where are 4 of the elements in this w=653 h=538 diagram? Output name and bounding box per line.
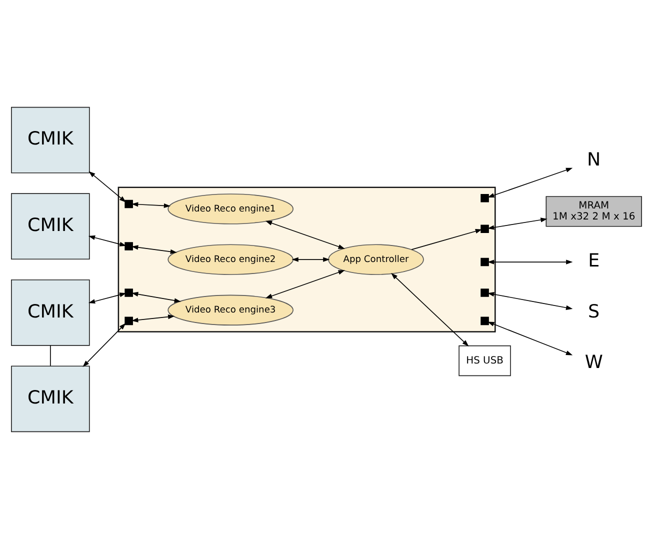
node-text: S (588, 300, 600, 322)
node-text: E (588, 250, 600, 272)
node-text: W (584, 351, 603, 372)
node-text: N (587, 148, 601, 170)
